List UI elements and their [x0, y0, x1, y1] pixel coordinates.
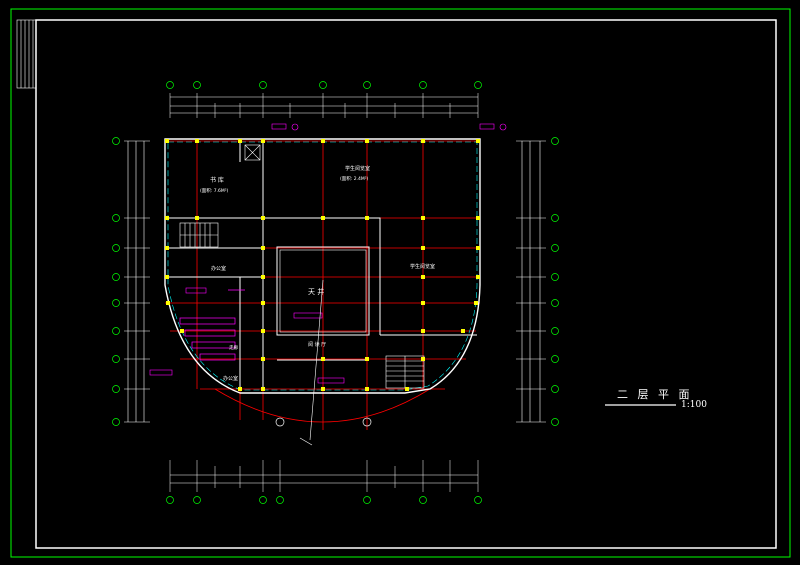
sheet-outer-border: [10, 8, 791, 558]
room-label-reading-top: 学生阅览室: [345, 165, 370, 172]
stair-left: [179, 222, 219, 248]
stair-right: [385, 355, 425, 389]
columns: [165, 139, 480, 391]
section-markers: [149, 123, 507, 384]
room-label-hall: 阅 读 厅: [308, 341, 326, 348]
toilet-stalls: [179, 289, 245, 361]
elevator: [244, 144, 261, 161]
sheet-inner-border: [35, 19, 777, 549]
room-label-office-small: 办公室: [223, 375, 238, 382]
top-dimension-chain: [166, 81, 482, 118]
room-label-corridor: 走廊: [229, 344, 238, 351]
entrance-markers: [275, 279, 372, 446]
room-area-library: (面积: 7.6M²): [200, 187, 229, 194]
left-dimension-chain: [112, 137, 150, 426]
bottom-dimension-chain: [166, 460, 482, 504]
room-label-office: 办公室: [211, 265, 226, 272]
room-label-library: 书 库: [210, 176, 224, 184]
drawing-title: 二 层 平 面: [617, 388, 693, 401]
room-area-reading-top: (面积: 2.4M²): [340, 175, 369, 182]
room-label-atrium: 天 井: [308, 287, 324, 296]
drawing-scale: 1:100: [681, 400, 707, 410]
right-dimension-chain: [516, 137, 559, 426]
room-label-reading-right: 学生阅览室: [410, 263, 435, 270]
building-outline: [164, 138, 481, 394]
binding-strip: [16, 19, 37, 89]
top-grid-bubbles: [166, 81, 482, 89]
